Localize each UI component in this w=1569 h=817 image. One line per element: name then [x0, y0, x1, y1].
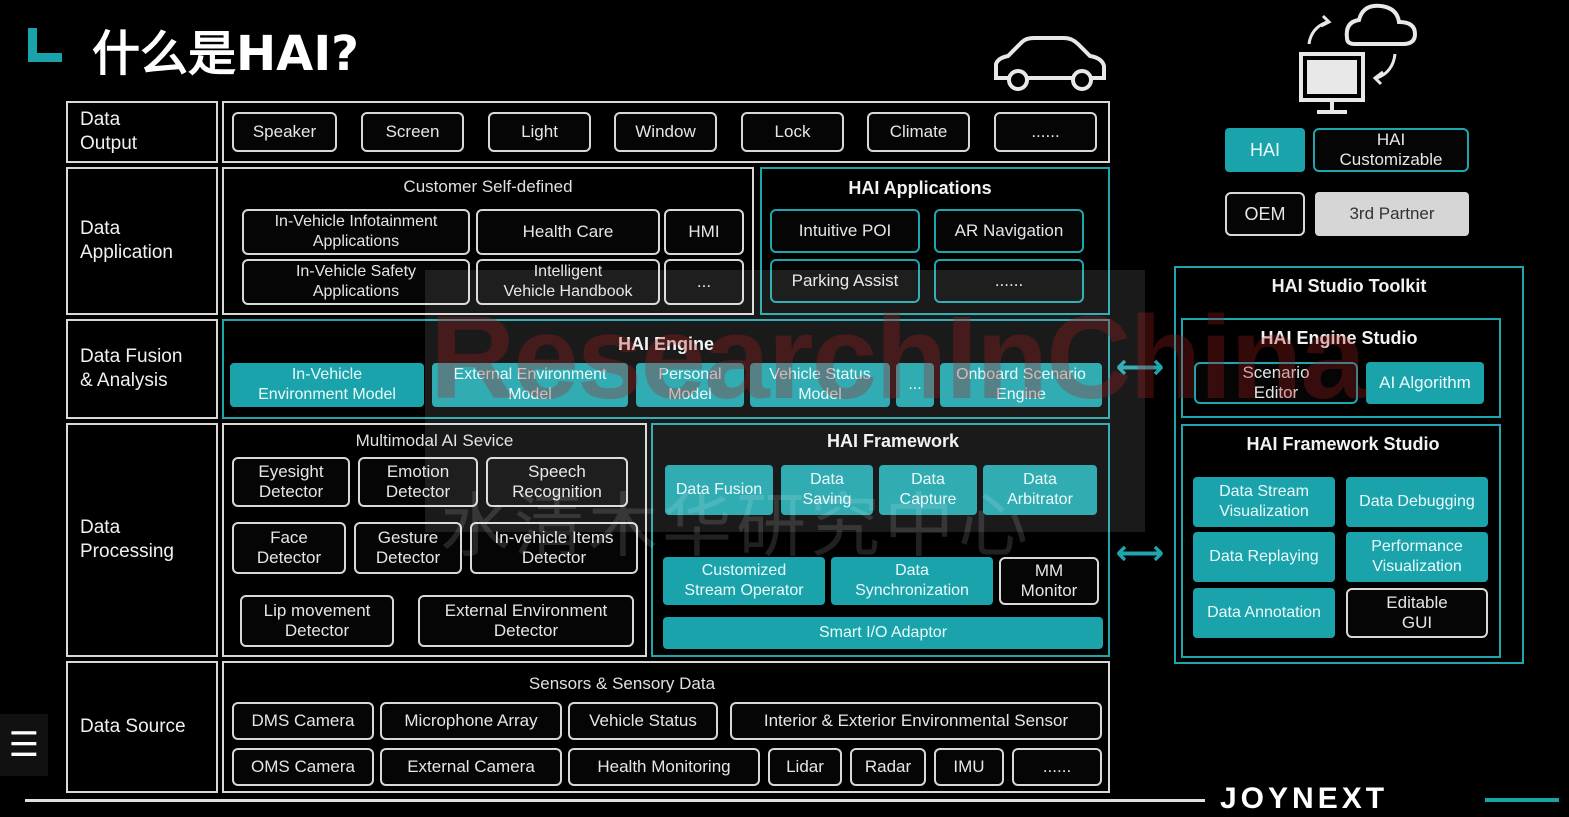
hai-engine-title: HAI Engine [617, 334, 714, 354]
framework-studio-arrow-icon: ⟷ [1115, 534, 1165, 572]
app-safety: In-Vehicle Safety Applications [242, 259, 470, 305]
page-title: 什么是HAI? [92, 26, 360, 82]
app-health-care: Health Care [476, 209, 660, 255]
hai-applications-title: HAI Applications [848, 178, 992, 198]
studio-toolkit-panel [1174, 266, 1524, 664]
customer-self-defined-panel [222, 167, 754, 315]
engine-in-vehicle-model: In-Vehicle Environment Model [230, 363, 424, 407]
framework-studio-title: HAI Framework Studio [1246, 434, 1440, 454]
source-external-camera: External Camera [380, 748, 562, 786]
data-source-panel [222, 661, 1110, 793]
output-climate: Climate [867, 112, 970, 152]
source-vehicle-status: Vehicle Status [568, 702, 718, 740]
mm-face-detector: Face Detector [232, 522, 346, 574]
framework-smart-io-adaptor: Smart I/O Adaptor [663, 617, 1103, 649]
studio-data-stream-visualization: Data Stream Visualization [1193, 477, 1335, 527]
source-health-monitoring: Health Monitoring [568, 748, 760, 786]
footer-accent [1485, 798, 1559, 802]
engine-external-model: External Environment Model [432, 363, 628, 407]
source-lidar: Lidar [768, 748, 842, 786]
hai-engine-panel [222, 319, 1110, 419]
studio-ai-algorithm: AI Algorithm [1366, 362, 1484, 404]
source-oms-camera: OMS Camera [232, 748, 374, 786]
legend-hai-customizable: HAI Customizable [1313, 128, 1469, 172]
row-label-data-fusion: Data Fusion & Analysis [66, 319, 218, 419]
watermark-text-cn: 水清木华研究中心 [440, 485, 1032, 567]
framework-mm-monitor: MM Monitor [999, 557, 1099, 605]
app-infotainment: In-Vehicle Infotainment Applications [242, 209, 470, 255]
mm-speech-recognition: Speech Recognition [486, 457, 628, 507]
data-output-panel [222, 101, 1110, 163]
mm-lip-movement-detector: Lip movement Detector [240, 595, 394, 647]
car-icon [994, 36, 1106, 91]
legend-hai: HAI [1225, 128, 1305, 172]
hai-app-ar-navigation: AR Navigation [934, 209, 1084, 253]
engine-personal-model: Personal Model [636, 363, 744, 407]
engine-studio-title: HAI Engine Studio [1260, 328, 1418, 348]
app-more: ... [664, 259, 744, 305]
output-speaker: Speaker [232, 112, 337, 152]
engine-onboard-scenario: Onboard Scenario Engine [940, 363, 1102, 407]
engine-more: ... [896, 363, 934, 407]
data-source-title: Sensors & Sensory Data [528, 674, 716, 693]
mm-gesture-detector: Gesture Detector [354, 522, 462, 574]
watermark-overlay [425, 270, 1145, 532]
app-vehicle-handbook: Intelligent Vehicle Handbook [476, 259, 660, 305]
engine-studio-panel [1181, 318, 1501, 418]
source-imu: IMU [934, 748, 1004, 786]
row-label-data-processing: Data Processing [66, 423, 218, 657]
brand-logo: JOYNEXT [1220, 782, 1389, 815]
app-hmi: HMI [664, 209, 744, 255]
source-dms-camera: DMS Camera [232, 702, 374, 740]
menu-icon[interactable]: ☰ [0, 714, 48, 776]
framework-data-synchronization: Data Synchronization [831, 557, 993, 605]
framework-customized-stream-operator: Customized Stream Operator [663, 557, 825, 605]
source-env-sensor: Interior & Exterior Environmental Sensor [730, 702, 1102, 740]
hai-applications-panel [760, 167, 1110, 315]
studio-data-debugging: Data Debugging [1346, 477, 1488, 527]
footer-line [25, 799, 1205, 802]
hai-framework-panel [651, 423, 1110, 657]
title-accent-bracket [28, 28, 62, 62]
framework-data-saving: Data Saving [781, 465, 873, 515]
legend-oem: OEM [1225, 192, 1305, 236]
mm-in-vehicle-items-detector: In-vehicle Items Detector [470, 522, 638, 574]
output-lock: Lock [741, 112, 844, 152]
row-label-data-application: Data Application [66, 167, 218, 315]
watermark-text: ResearchInChina [430, 292, 1366, 424]
mm-external-env-detector: External Environment Detector [418, 595, 634, 647]
mm-emotion-detector: Emotion Detector [358, 457, 478, 507]
output-light: Light [488, 112, 591, 152]
cloud-sync-icon [1299, 3, 1418, 114]
source-microphone-array: Microphone Array [380, 702, 562, 740]
multimodal-title: Multimodal AI Sevice [355, 431, 514, 450]
output-window: Window [614, 112, 717, 152]
hai-app-parking-assist: Parking Assist [770, 259, 920, 303]
output-screen: Screen [361, 112, 464, 152]
studio-toolkit-title: HAI Studio Toolkit [1271, 276, 1427, 296]
engine-studio-arrow-icon: ⟷ [1115, 348, 1165, 386]
framework-data-fusion: Data Fusion [665, 465, 773, 515]
studio-performance-visualization: Performance Visualization [1346, 532, 1488, 582]
studio-scenario-editor: Scenario Editor [1194, 362, 1358, 404]
framework-data-capture: Data Capture [879, 465, 977, 515]
hai-framework-title: HAI Framework [826, 431, 960, 451]
studio-data-annotation: Data Annotation [1193, 588, 1335, 638]
mm-eyesight-detector: Eyesight Detector [232, 457, 350, 507]
studio-editable-gui: Editable GUI [1346, 588, 1488, 638]
multimodal-panel [222, 423, 647, 657]
row-label-data-source: Data Source [66, 661, 218, 793]
legend-third-partner: 3rd Partner [1315, 192, 1469, 236]
engine-vehicle-status-model: Vehicle Status Model [750, 363, 890, 407]
row-label-data-output: Data Output [66, 101, 218, 163]
hai-app-more: ...... [934, 259, 1084, 303]
source-more: ...... [1012, 748, 1102, 786]
customer-self-defined-title: Customer Self-defined [403, 177, 573, 196]
framework-data-arbitrator: Data Arbitrator [983, 465, 1097, 515]
studio-data-replaying: Data Replaying [1193, 532, 1335, 582]
hai-app-intuitive-poi: Intuitive POI [770, 209, 920, 253]
framework-studio-panel [1181, 424, 1501, 658]
output-more: ...... [994, 112, 1097, 152]
source-radar: Radar [850, 748, 926, 786]
